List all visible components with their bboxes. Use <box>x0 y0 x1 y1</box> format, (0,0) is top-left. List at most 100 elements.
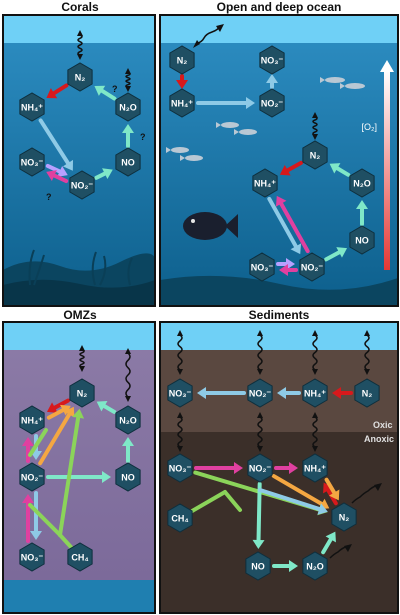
node-sed-n2: N₂ <box>331 502 357 532</box>
node-sed-n2o: N₂O <box>302 551 328 581</box>
gas-sed-top-3 <box>364 330 370 375</box>
node-ocean-top-n2: N₂ <box>169 45 195 75</box>
node-sed-no2: NO₂⁻ <box>247 453 273 483</box>
question-marks: ??? <box>46 84 146 202</box>
svg-text:NO₃⁻: NO₃⁻ <box>21 553 44 563</box>
svg-text:NO₃⁻: NO₃⁻ <box>21 158 44 168</box>
arrow-omz-no2-n2-anammox <box>38 406 75 466</box>
arrow-ocean-nh4-no2 <box>267 196 302 255</box>
gas-sed-mid-0 <box>177 412 183 452</box>
arrow-sed-no3-no2 <box>194 462 243 474</box>
sediment-zone-anoxic: Anoxic <box>364 434 394 444</box>
node-ocean-top-no2: NO₂⁻ <box>259 88 285 118</box>
arrow-ocean-top-n2-nh4 <box>176 74 188 89</box>
svg-text:NO₂⁻: NO₂⁻ <box>249 389 271 399</box>
gas-sed-n2o <box>329 544 352 559</box>
node-sed-top-no3: NO₃⁻ <box>167 378 193 408</box>
arrow-ocean-no2-no3 <box>279 264 298 276</box>
svg-text:N₂O: N₂O <box>353 179 371 189</box>
panel-title-omzs: OMZs <box>63 308 97 322</box>
node-omz-no3: NO₃⁻ <box>19 542 45 572</box>
svg-text:NO: NO <box>355 236 369 246</box>
svg-text:N₂: N₂ <box>362 389 373 399</box>
svg-text:NO₃⁻: NO₃⁻ <box>169 464 192 474</box>
node-sed-ch4: CH₄ <box>167 503 193 533</box>
panel-title-sediments: Sediments <box>248 308 310 322</box>
svg-text:NH₄⁺: NH₄⁺ <box>21 416 43 426</box>
arrow-omz-ch4-n2 <box>58 408 85 537</box>
arrow-corals-no-n2o <box>122 124 134 148</box>
bar-omz-green-1 <box>28 428 48 457</box>
gas-corals-n2o <box>125 68 131 92</box>
node-corals-n2o: N₂O <box>115 92 141 122</box>
svg-text:NO₃⁻: NO₃⁻ <box>169 389 192 399</box>
oxygen-gradient-label: [O₂] <box>362 122 378 132</box>
question-mark-corals-2: ? <box>140 132 146 142</box>
bar-sed-green-2 <box>223 490 242 512</box>
panel-title-corals: Corals <box>61 0 99 14</box>
node-ocean-no3: NO₃⁻ <box>249 252 275 282</box>
node-omz-no: NO <box>115 462 141 492</box>
oxygen-gradient-bar <box>384 70 390 270</box>
arrow-sed-no2-n2-lightblue <box>258 488 328 515</box>
svg-text:N₂O: N₂O <box>119 103 137 113</box>
svg-text:N₂O: N₂O <box>306 562 324 572</box>
gas-sed-n2 <box>351 483 382 504</box>
node-ocean-nh4: NH₄⁺ <box>252 168 278 198</box>
arrow-ocean-n2-nh4 <box>279 160 304 176</box>
svg-text:N₂: N₂ <box>339 513 350 523</box>
panel-title-open-ocean: Open and deep ocean <box>216 0 342 14</box>
svg-text:NO₃⁻: NO₃⁻ <box>261 56 284 66</box>
svg-text:NO₂⁻: NO₂⁻ <box>301 263 323 273</box>
arrow-omz-no2-nh4 <box>22 437 34 463</box>
triggerfish-icon <box>183 212 238 240</box>
node-sed-no3: NO₃⁻ <box>167 453 193 483</box>
node-corals-n2: N₂ <box>67 62 93 92</box>
svg-text:NO₂⁻: NO₂⁻ <box>21 473 43 483</box>
arrow-ocean-no3-no2 <box>276 258 295 270</box>
gas-omz-n2 <box>79 345 85 372</box>
arrow-omz-no-n2o <box>122 437 134 463</box>
svg-text:NO: NO <box>251 562 265 572</box>
gas-sed-top-1 <box>257 330 263 375</box>
arrow-sed-top-nh4-no2 <box>277 387 301 399</box>
node-sed-top-n2: N₂ <box>354 378 380 408</box>
svg-text:NH₄⁺: NH₄⁺ <box>21 103 43 113</box>
arrow-corals-no2-no3 <box>46 170 69 184</box>
fish-school <box>166 77 365 161</box>
arrow-corals-no2-no <box>94 168 113 180</box>
svg-text:N₂: N₂ <box>177 56 188 66</box>
arrow-sed-no2-nh4 <box>274 462 298 474</box>
arrow-ocean-no-n2o <box>356 200 368 226</box>
svg-text:NH₄⁺: NH₄⁺ <box>304 389 326 399</box>
node-ocean-top-no3: NO₃⁻ <box>259 45 285 75</box>
node-sed-no: NO <box>245 551 271 581</box>
svg-text:NH₄⁺: NH₄⁺ <box>171 99 193 109</box>
gas-sed-mid-2 <box>312 412 318 452</box>
arrow-corals-nh4-no2 <box>38 118 74 171</box>
arrow-corals-n2o-n2 <box>94 85 117 101</box>
svg-text:NO₂⁻: NO₂⁻ <box>249 464 271 474</box>
arrow-sed-top-no2-no3 <box>197 387 246 399</box>
arrow-sed-no-n2o <box>272 560 298 572</box>
node-ocean-top-nh4: NH₄⁺ <box>169 88 195 118</box>
gas-corals-n2 <box>77 30 83 60</box>
svg-text:CH₄: CH₄ <box>171 514 188 524</box>
arrow-ocean-top-nh4-no2 <box>196 97 255 109</box>
svg-text:NH₄⁺: NH₄⁺ <box>304 464 326 474</box>
svg-text:NH₄⁺: NH₄⁺ <box>254 179 276 189</box>
svg-text:NO₂⁻: NO₂⁻ <box>261 99 283 109</box>
node-sed-top-nh4: NH₄⁺ <box>302 378 328 408</box>
arrow-omz-no2-no <box>46 471 111 483</box>
arrow-ocean-no2-nh4 <box>275 195 310 254</box>
node-corals-no3: NO₃⁻ <box>19 147 45 177</box>
node-ocean-no2: NO₂⁻ <box>299 252 325 282</box>
bar-omz-green-2 <box>28 503 62 537</box>
gas-ocean-n2 <box>312 112 318 140</box>
gas-sed-top-2 <box>312 330 318 375</box>
gas-sed-top-0 <box>177 330 183 375</box>
svg-text:NO₂⁻: NO₂⁻ <box>71 181 93 191</box>
svg-text:N₂O: N₂O <box>119 416 137 426</box>
arrow-sed-nh4-n2 <box>324 477 340 501</box>
